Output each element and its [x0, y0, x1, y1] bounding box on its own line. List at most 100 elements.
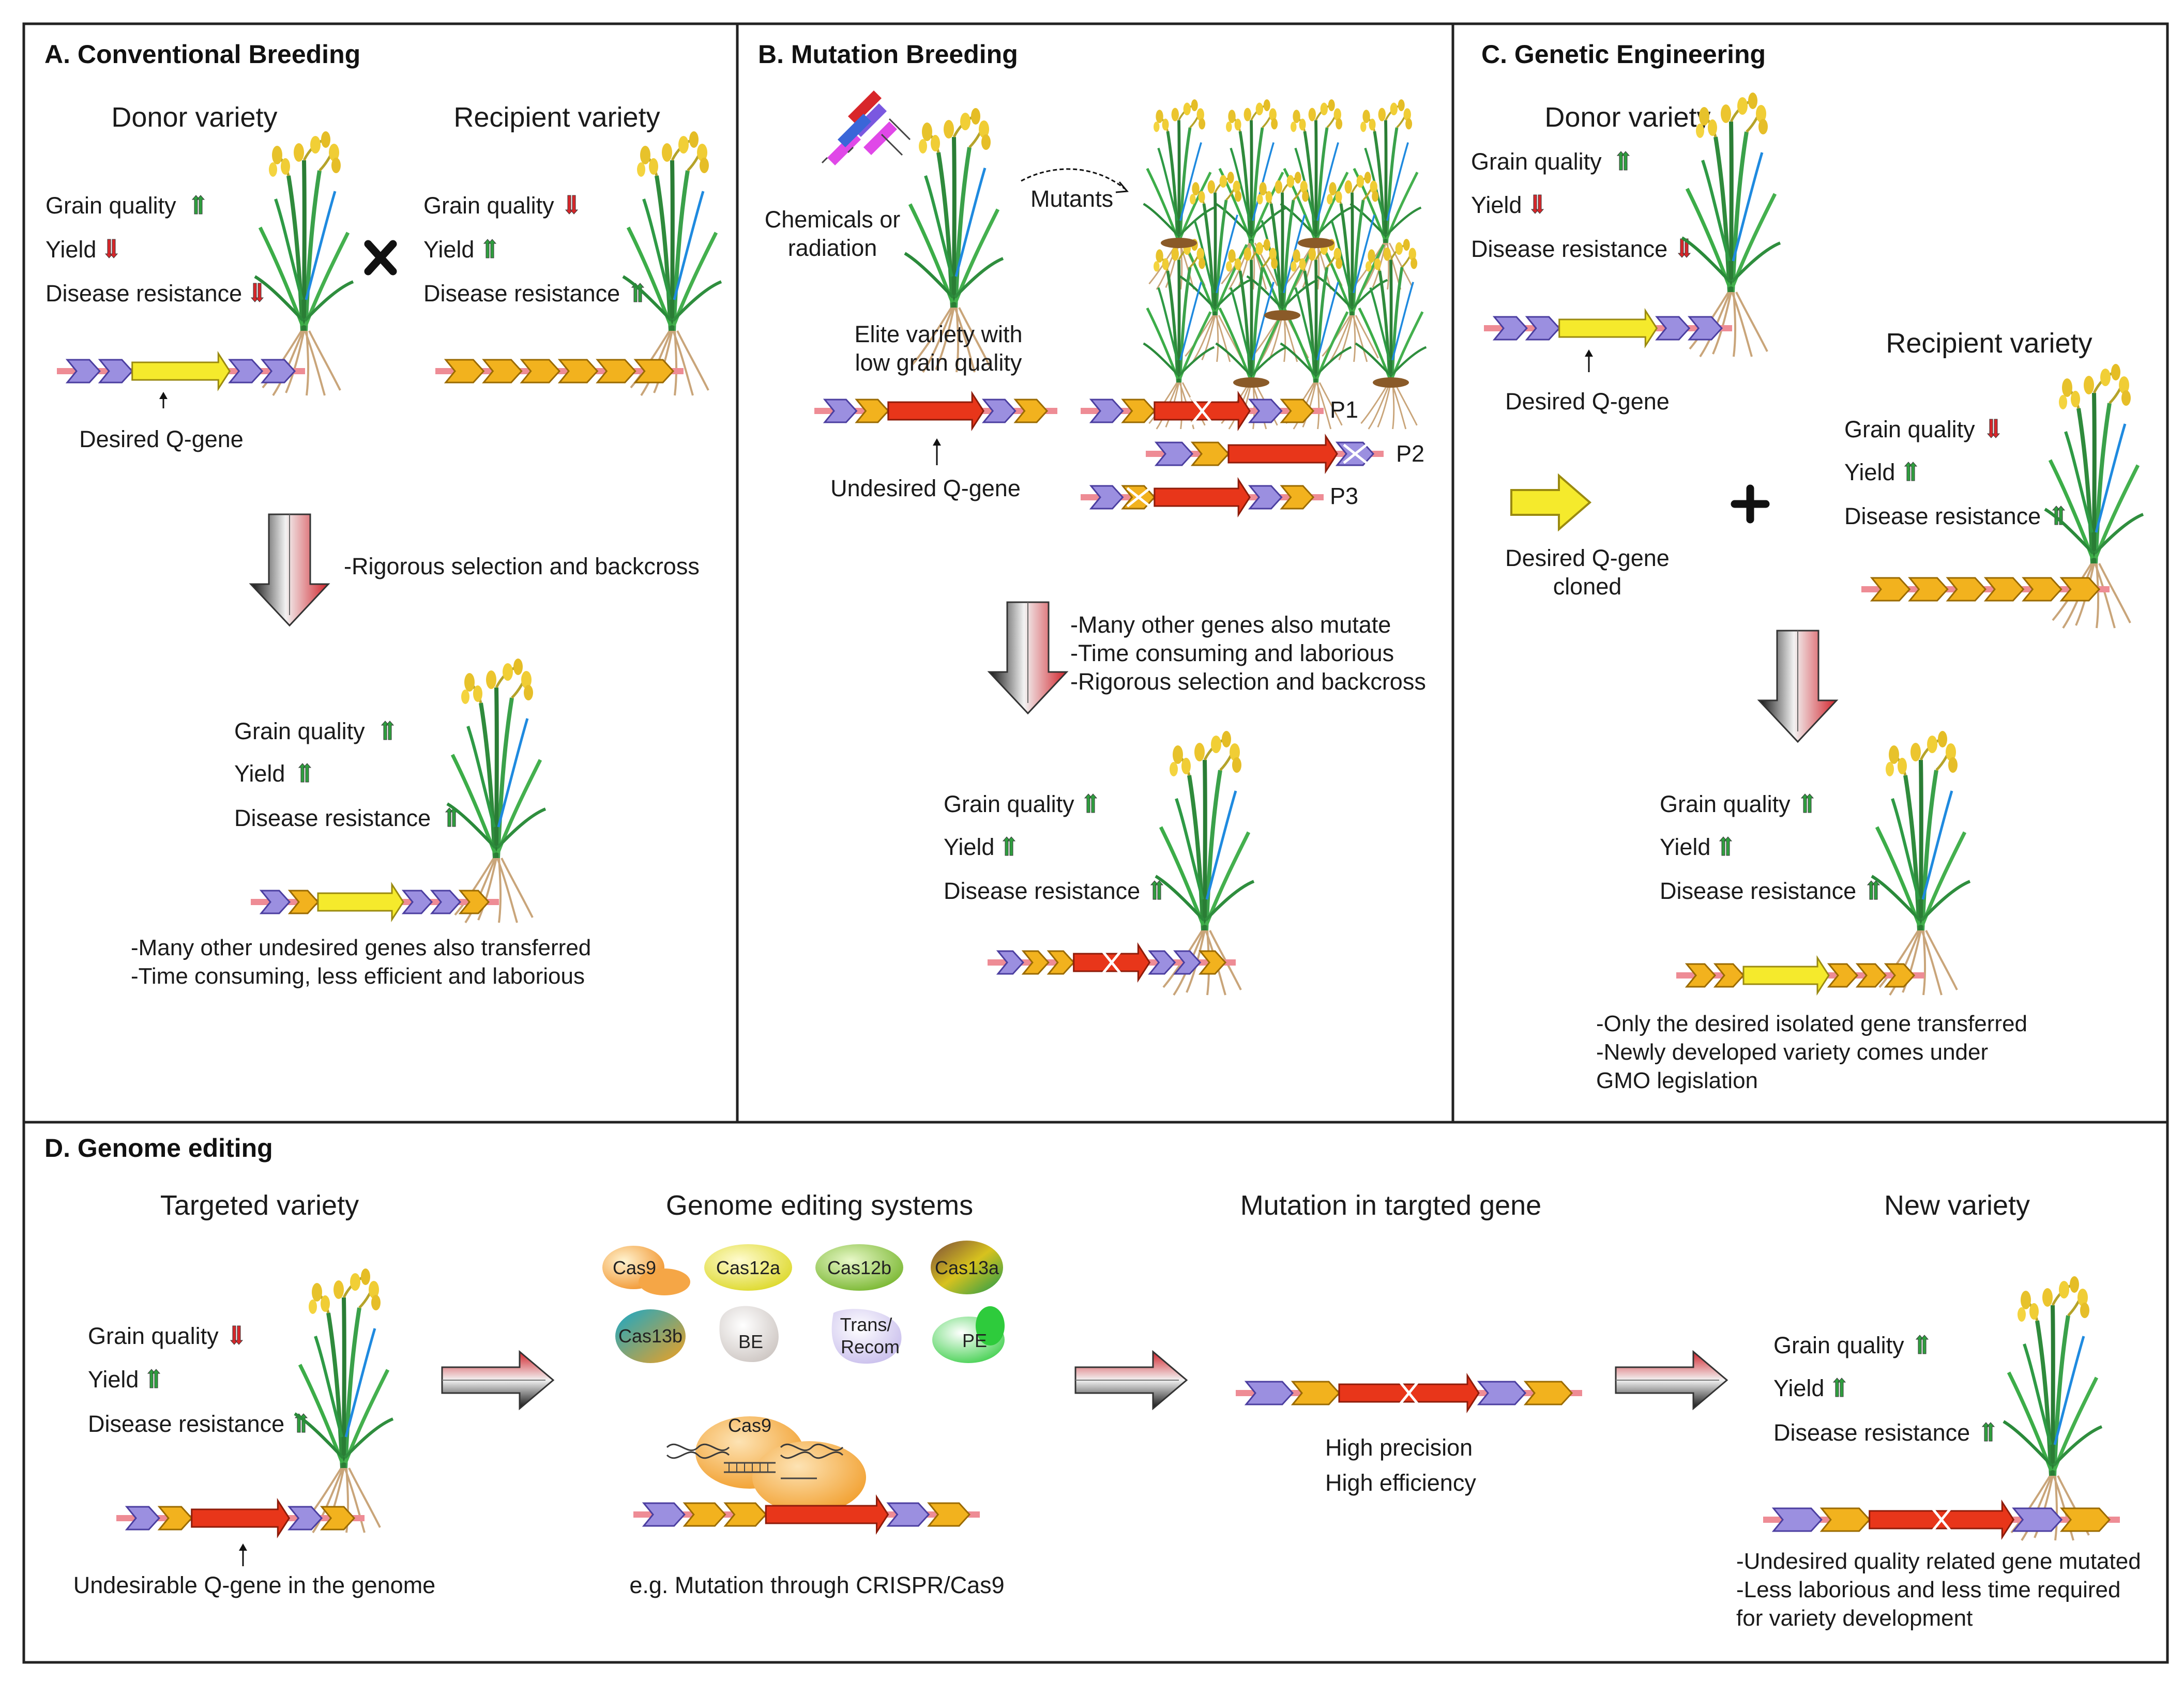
- purple-gene: [1154, 441, 1194, 466]
- q-gene-pointer-head: [933, 438, 941, 446]
- svg-text:PE: PE: [962, 1330, 987, 1351]
- orange-gene: [1870, 577, 1911, 602]
- trait-disease-resistance: Disease resistance: [1660, 878, 1856, 904]
- trait-grain-quality: Grain quality: [1773, 1332, 1904, 1358]
- orange-gene: [320, 1506, 356, 1531]
- engineering-note-1: -Only the desired isolated gene transfer…: [1596, 1011, 2027, 1036]
- svg-text:Cas9: Cas9: [728, 1415, 771, 1436]
- donor-variety-title: Donor variety: [111, 102, 277, 133]
- orange-gene: [1280, 399, 1315, 423]
- purple-gene: [981, 399, 1017, 423]
- new-variety-gene-map: [1763, 1499, 2120, 1540]
- targeted-variety-title: Targeted variety: [160, 1190, 359, 1221]
- orange-gene: [682, 1502, 726, 1527]
- undesired-q-gene-label: Undesired Q-gene: [830, 475, 1021, 501]
- trait-disease-resistance: Disease resistance: [234, 805, 431, 831]
- mutation-mark: [1397, 1378, 1421, 1408]
- up-arrow-icon: [1719, 836, 1733, 856]
- orange-gene: [520, 359, 561, 384]
- rice-plant-icon: [295, 1268, 393, 1533]
- orange-gene: [444, 359, 485, 384]
- down-arrow-icon: [1530, 194, 1544, 214]
- svg-text:Cas9: Cas9: [613, 1257, 656, 1278]
- svg-text:Cas12a: Cas12a: [716, 1257, 781, 1278]
- trait-yield: Yield: [1660, 834, 1710, 860]
- p2-gene-map: [1146, 433, 1384, 475]
- cloned-gene-icon: [1510, 473, 1592, 532]
- svg-text:Trans/: Trans/: [840, 1314, 892, 1335]
- purple-gene: [65, 359, 101, 384]
- orange-gene: [1190, 441, 1230, 466]
- selection-note: -Rigorous selection and backcross: [344, 553, 700, 579]
- up-arrow-icon: [1616, 151, 1630, 171]
- undesired-gene: [887, 390, 984, 432]
- trait-yield: Yield: [423, 236, 474, 263]
- purple-gene: [1248, 485, 1283, 510]
- purple-gene: [1148, 950, 1176, 975]
- rice-plant-icon: [1872, 731, 1970, 995]
- donor-traits: Grain quality Yield Disease resistance: [1471, 148, 1691, 262]
- note-line-2: -Time consuming, less efficient and labo…: [131, 964, 585, 989]
- down-arrow-icon: [230, 1325, 244, 1345]
- trait-yield: Yield: [46, 236, 96, 263]
- p2-label: P2: [1396, 440, 1424, 467]
- mutation-mark: [1190, 396, 1215, 426]
- purple-gene: [260, 359, 296, 384]
- trait-yield: Yield: [1773, 1375, 1824, 1401]
- svg-text:Cas13b: Cas13b: [618, 1325, 682, 1347]
- down-arrow-icon: [565, 195, 579, 215]
- cas12b-bubble: Cas12b: [815, 1244, 903, 1291]
- orange-gene: [458, 890, 490, 914]
- orange-gene: [1046, 950, 1075, 975]
- down-arrow-icon: [1986, 419, 2000, 438]
- purple-gene: [996, 950, 1024, 975]
- orange-gene: [1855, 963, 1887, 988]
- new-variety-note-1: -Undesired quality related gene mutated: [1736, 1549, 2141, 1574]
- editing-systems-title: Genome editing systems: [666, 1190, 973, 1221]
- result-traits: Grain quality Yield Disease resistance: [1660, 791, 1880, 904]
- purple-gene: [287, 1506, 323, 1531]
- trait-grain-quality: Grain quality: [234, 718, 365, 744]
- orange-gene: [557, 359, 599, 384]
- purple-gene: [98, 359, 133, 384]
- up-arrow-icon: [381, 721, 395, 740]
- mutation-title: Mutation in targted gene: [1240, 1190, 1541, 1221]
- mutants-label: Mutants: [1030, 186, 1113, 212]
- orange-gene: [1523, 1381, 1573, 1405]
- trait-disease-resistance: Disease resistance: [1471, 236, 1667, 262]
- orange-gene: [1198, 950, 1227, 975]
- down-arrow-icon: [104, 239, 118, 258]
- purple-gene: [1492, 316, 1528, 341]
- elite-variety-label-1: Elite variety with: [854, 321, 1022, 347]
- up-arrow-icon: [483, 239, 497, 258]
- process-arrow: [1757, 630, 1839, 743]
- purple-gene: [1687, 316, 1723, 341]
- purple-gene: [1771, 1507, 1823, 1532]
- up-arrow-icon: [1002, 836, 1016, 856]
- trait-grain-quality: Grain quality: [944, 791, 1074, 817]
- trait-disease-resistance: Disease resistance: [423, 280, 620, 307]
- mutation-note-2: -Time consuming and laborious: [1070, 640, 1394, 666]
- result-gene-map: [1676, 955, 1924, 996]
- up-arrow-icon: [1915, 1335, 1929, 1354]
- panel-borders: [22, 22, 2169, 1664]
- mutation-note-1: -Many other genes also mutate: [1070, 611, 1391, 638]
- purple-gene: [125, 1506, 160, 1531]
- up-arrow-icon: [1904, 462, 1918, 481]
- purple-gene: [642, 1502, 686, 1527]
- cas13a-bubble: Cas13a: [931, 1241, 1003, 1294]
- plus-icon: [1731, 484, 1770, 524]
- q-gene-pointer-head: [159, 392, 168, 399]
- desired-gene: [1558, 308, 1658, 349]
- crispr-gene-map: [633, 1494, 980, 1535]
- desired-q-gene-label: Desired Q-gene: [79, 426, 244, 452]
- purple-gene: [1248, 399, 1283, 423]
- purple-gene: [1173, 950, 1202, 975]
- orange-gene: [596, 359, 636, 384]
- purple-gene: [1089, 399, 1124, 423]
- svg-text:Recom: Recom: [841, 1336, 900, 1357]
- undesired-gene: [191, 1497, 291, 1539]
- q-gene-pointer-head: [1585, 349, 1593, 357]
- purple-gene: [823, 399, 858, 423]
- desired-gene: [1742, 955, 1830, 996]
